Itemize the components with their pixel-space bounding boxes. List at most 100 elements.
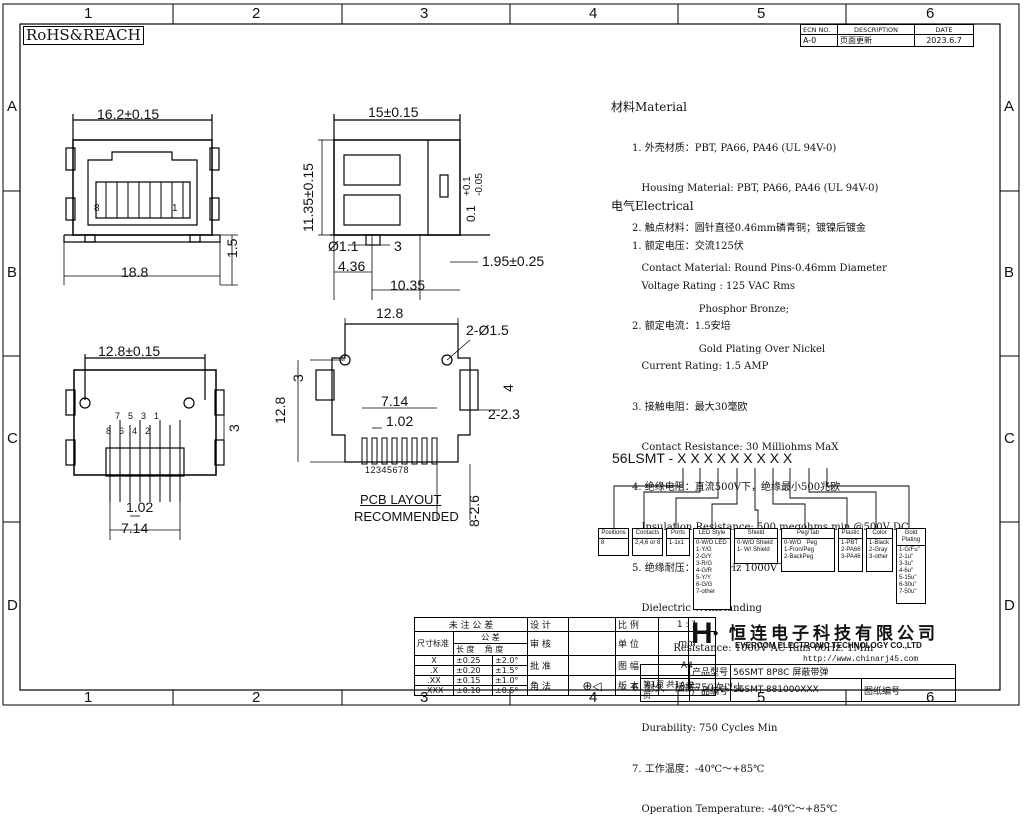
model-label: 产品型号 — [689, 664, 731, 679]
bottom-3-dim: 3 — [226, 424, 242, 432]
front-overall-dim: 18.8 — [121, 264, 149, 280]
pcb-pads-dim: 8-2.6 — [466, 495, 482, 527]
tol-row-x: X — [414, 655, 454, 666]
pcb-holes-dim: 2-Ø1.5 — [466, 322, 509, 338]
spec-line: 1. 外壳材质：PBT, PA66, PA46 (UL 94V-0) — [632, 142, 837, 154]
rev-date: 2023.6.7 — [914, 34, 974, 47]
pin-label: 4 — [132, 426, 146, 436]
side-width-dim: 15±0.15 — [368, 104, 419, 120]
pcb-pin-numbers: 12345678 — [365, 465, 410, 475]
zone-col-2-bottom: 2 — [252, 689, 261, 706]
option-box-led-style: LED Style 0-W/O LED 1-Y/G 2-G/Y 3-R/G 4-… — [693, 528, 731, 610]
electrical-title: 电气Electrical — [611, 199, 694, 213]
option-title: Peg/Tab — [782, 529, 834, 539]
option-body: 1-Black 2-Gray 3-other — [869, 540, 890, 560]
part-number-scheme: 56LSMT - X X X X X X X X X — [612, 450, 792, 466]
code-label: 产品编号 — [689, 678, 731, 702]
zone-col-1-bottom: 1 — [84, 689, 93, 706]
spec-line: 7. 工作温度：-40℃～+85℃ — [632, 763, 765, 775]
side-195-dim: 1.95±0.25 — [482, 253, 545, 269]
part-number-slots: X X X X X X X X X — [677, 450, 793, 466]
tol-row-3-ang: ±0.5° — [492, 685, 528, 696]
tol-title: 未 注 公 差 — [414, 617, 528, 632]
spec-line: 2. 触点材料：圆针直径0.46mm磷青铜；镀镍后镀金 — [632, 223, 866, 235]
product-table: 产品型号 56SMT 8P8C 屏蔽带弹 第1页 共1页 产品编号 56SMT-… — [640, 664, 956, 702]
zone-row-a-right: A — [1004, 98, 1015, 115]
size-label: 尺寸标准 — [414, 631, 454, 656]
option-title: Color — [867, 529, 892, 539]
tol-row-3: .XXX — [414, 685, 454, 696]
tol-row-1-ang: ±1.5° — [492, 665, 528, 676]
company-name-en: EVERCOM ELECTRONIC TECHNOLOGY CO.,LTD — [735, 641, 922, 650]
pcb-layout-subtitle: RECOMMENDED — [354, 509, 459, 524]
role-design: 设 计 — [527, 617, 569, 632]
option-box-positions: Positions 8 — [598, 528, 629, 556]
zone-row-a: A — [7, 98, 18, 115]
bottom-view-drawing — [65, 354, 225, 540]
drawing-number-label: 图纸编号 — [861, 678, 956, 702]
side-3-dim: 3 — [394, 238, 402, 254]
option-body: 0-W/O Shield 1- W/ Shield — [737, 540, 773, 553]
spec-line: 1. 额定电压：交流125伏 — [632, 240, 744, 252]
option-box-shield: Shield 0-W/O Shield 1- W/ Shield — [734, 528, 778, 564]
bottom-pins-bottom: 8642 — [106, 426, 158, 436]
pin-label: 5 — [128, 411, 142, 421]
spec-line: Gold Plating Over Nickel — [632, 343, 826, 355]
spec-line: Durability: 750 Cycles Min — [632, 723, 778, 735]
role-review-value — [568, 631, 616, 656]
option-box-plastic: Plastic 1-PBT 2-PA66 3-PA46 — [838, 528, 863, 572]
material-lines: 1. 外壳材质：PBT, PA66, PA46 (UL 94V-0) Housi… — [632, 115, 887, 370]
tol-row-1: .X — [414, 665, 454, 676]
projection-symbol-icon: ⊕◁ — [568, 675, 616, 696]
spec-line: Operation Temperature: -40℃～+85℃ — [632, 803, 838, 815]
company-block: H● 恒连电子科技有限公司 EVERCOM ELECTRONIC TECHNOL… — [688, 617, 1001, 690]
pcb-pitch-dim: 1.02 — [386, 413, 414, 429]
label-unit: 单 位 — [615, 631, 659, 656]
option-box-contacts: Contacts 2,4,6 or 8 — [632, 528, 663, 556]
role-review: 审 核 — [527, 631, 569, 656]
option-title: LED Style — [694, 529, 730, 539]
option-title: Ports — [667, 529, 689, 539]
label-scale: 比 例 — [615, 617, 659, 632]
rev-ecn: A-0 — [800, 34, 838, 47]
option-box-color: Color 1-Black 2-Gray 3-other — [866, 528, 893, 572]
zone-col-5: 5 — [757, 5, 766, 22]
zone-col-6: 6 — [926, 5, 935, 22]
side-tol-top: +0.1 — [462, 176, 473, 196]
pin-label: 3 — [141, 411, 155, 421]
pcb-width-dim: 12.8 — [376, 305, 404, 321]
tol-row-3-len: ±0.10 — [453, 685, 493, 696]
side-436-dim: 4.36 — [338, 258, 366, 274]
rev-header-desc: DESCRIPTION — [837, 24, 915, 35]
tol-sub: 公 差 — [453, 631, 528, 644]
front-height-dim: 1.5 — [224, 238, 240, 258]
bottom-pins-top: 7531 — [115, 411, 167, 421]
zone-col-4: 4 — [589, 5, 598, 22]
bottom-width-dim: 12.8±0.15 — [98, 343, 161, 359]
page-indicator-empty — [640, 664, 690, 679]
tol-row-1-len: ±0.20 — [453, 665, 493, 676]
option-title: Contacts — [633, 529, 662, 539]
option-box-gold-plating: Gold Plating 1-G/Fu" 2-1u" 3-3u" 4-6u" 5… — [896, 528, 926, 604]
tol-cols: 长 度 角 度 — [453, 643, 528, 656]
front-view-drawing — [63, 114, 238, 286]
zone-row-b-right: B — [1004, 264, 1015, 281]
zone-col-4-bottom: 4 — [589, 689, 598, 706]
pcb-4-dim: 4 — [500, 384, 516, 392]
spec-line: Housing Material: PBT, PA66, PA46 (UL 94… — [632, 183, 879, 195]
part-number-leaders — [613, 468, 910, 528]
company-url: http://www.chinarj45.com — [803, 655, 919, 664]
tol-row-x-len: ±0.25 — [453, 655, 493, 666]
zone-col-3: 3 — [420, 5, 429, 22]
zone-row-d: D — [7, 597, 18, 614]
side-dia-dim: Ø1.1 — [328, 238, 359, 254]
pin-label: 6 — [119, 426, 133, 436]
rev-desc: 页面更新 — [837, 34, 915, 47]
side-1035-dim: 10.35 — [390, 277, 426, 293]
role-projection: 角 法 — [527, 675, 569, 696]
zone-row-d-right: D — [1004, 597, 1015, 614]
tol-row-2-len: ±0.15 — [453, 675, 493, 686]
option-body: 1-PBT 2-PA66 3-PA46 — [841, 540, 861, 560]
spec-line: Insulation Resistance: 500 megohms min @… — [632, 521, 909, 534]
code-value: 56SMT-881000XXX — [730, 678, 862, 702]
